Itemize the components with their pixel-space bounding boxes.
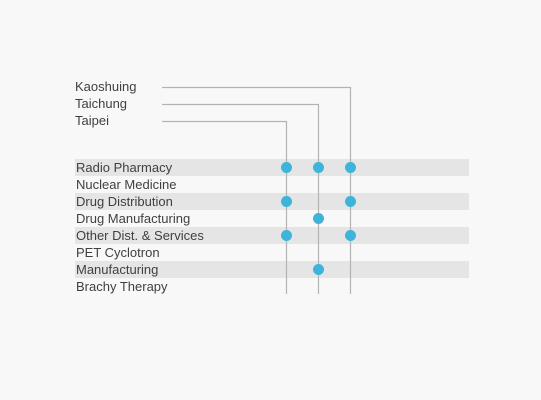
dot-manufacturing-taichung xyxy=(313,264,324,275)
service-label-nuclear-medicine: Nuclear Medicine xyxy=(76,177,177,192)
service-label-drug-manufacturing: Drug Manufacturing xyxy=(76,211,191,226)
row-stripe xyxy=(75,261,469,278)
dot-radio-pharmacy-taipei xyxy=(281,162,292,173)
service-label-manufacturing: Manufacturing xyxy=(76,262,159,277)
row-stripe xyxy=(75,193,469,210)
location-label-taipei: Taipei xyxy=(75,113,109,128)
service-label-pet-cyclotron: PET Cyclotron xyxy=(76,245,160,260)
service-label-other-dist-services: Other Dist. & Services xyxy=(76,228,204,243)
service-label-drug-distribution: Drug Distribution xyxy=(76,194,173,209)
connector-line-taipei xyxy=(162,120,288,294)
service-label-brachy-therapy: Brachy Therapy xyxy=(76,279,168,294)
row-stripe xyxy=(75,159,469,176)
dot-drug-manufacturing-taichung xyxy=(313,213,324,224)
location-label-taichung: Taichung xyxy=(75,96,128,111)
location-label-kaoshuing: Kaoshuing xyxy=(75,79,137,94)
connector-line-taichung xyxy=(162,103,320,294)
connector-line-kaoshuing xyxy=(162,86,352,294)
dot-drug-distribution-taipei xyxy=(281,196,292,207)
service-label-radio-pharmacy: Radio Pharmacy xyxy=(76,160,173,175)
row-stripe xyxy=(75,227,469,244)
dot-drug-distribution-kaoshuing xyxy=(345,196,356,207)
dot-radio-pharmacy-taichung xyxy=(313,162,324,173)
dot-radio-pharmacy-kaoshuing xyxy=(345,162,356,173)
dot-other-dist-services-kaoshuing xyxy=(345,230,356,241)
dot-other-dist-services-taipei xyxy=(281,230,292,241)
